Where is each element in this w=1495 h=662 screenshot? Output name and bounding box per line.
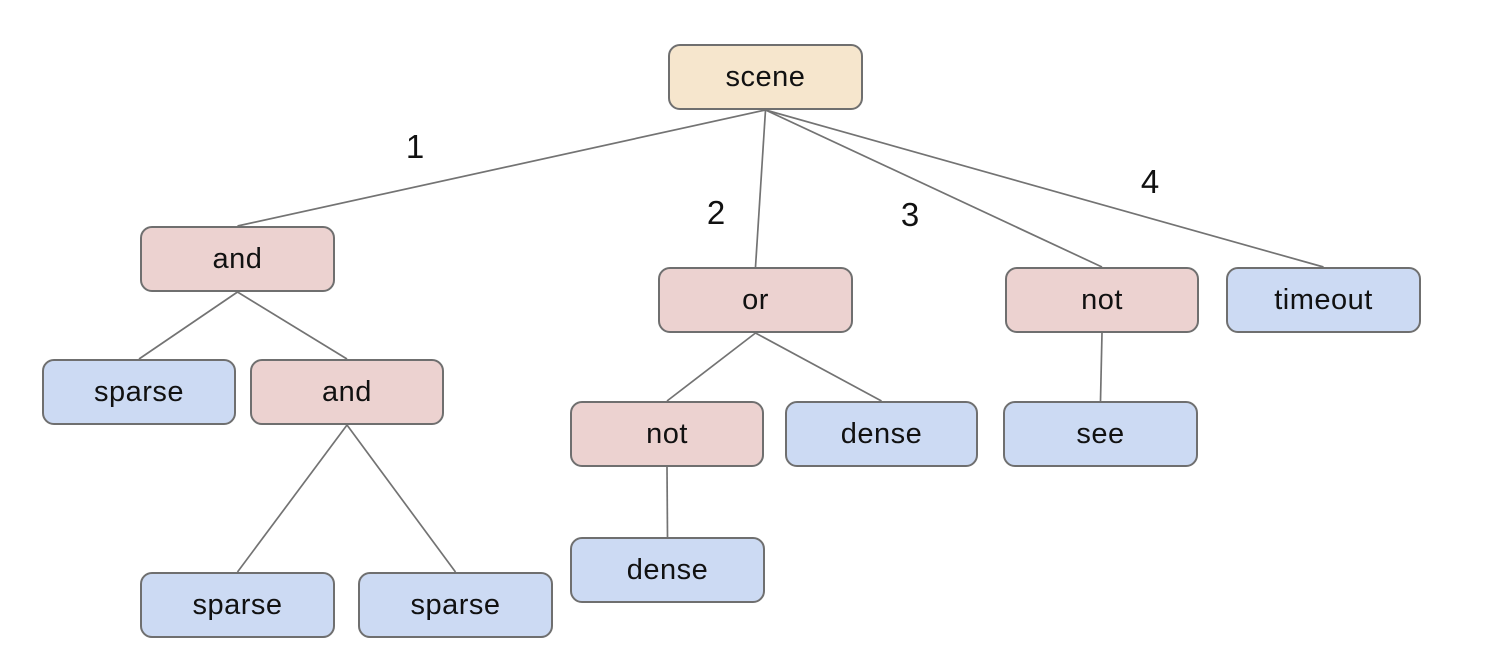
tree-edge-and1-and2 xyxy=(237,291,348,360)
tree-edge-or1-not2 xyxy=(666,332,757,402)
tree-node-not1: not xyxy=(1005,267,1199,333)
tree-node-see: see xyxy=(1003,401,1198,467)
tree-edge-scene-not1 xyxy=(765,109,1103,268)
tree-edge-scene-and1 xyxy=(237,109,766,227)
tree-node-and2: and xyxy=(250,359,444,425)
tree-node-sparse1: sparse xyxy=(42,359,236,425)
tree-node-scene: scene xyxy=(668,44,863,110)
tree-edge-not1-see xyxy=(1099,332,1103,402)
tree-edge-and2-sparse2 xyxy=(236,424,348,573)
tree-edge-and1-sparse1 xyxy=(138,291,238,360)
tree-edge-and2-sparse3 xyxy=(346,424,457,573)
tree-node-sparse2: sparse xyxy=(140,572,335,638)
tree-node-or1: or xyxy=(658,267,853,333)
tree-edge-scene-or1 xyxy=(754,109,767,268)
edge-label-3: 3 xyxy=(900,196,920,233)
tree-edge-not2-dense2 xyxy=(666,466,669,538)
tree-node-dense1: dense xyxy=(785,401,978,467)
tree-node-dense2: dense xyxy=(570,537,765,603)
tree-node-timeout: timeout xyxy=(1226,267,1421,333)
tree-node-and1: and xyxy=(140,226,335,292)
edge-label-2: 2 xyxy=(706,194,726,231)
tree-edge-or1-dense1 xyxy=(755,332,882,402)
tree-node-sparse3: sparse xyxy=(358,572,553,638)
edge-label-4: 4 xyxy=(1140,163,1160,200)
edge-label-1: 1 xyxy=(405,128,425,165)
tree-edge-scene-timeout xyxy=(765,109,1324,268)
tree-node-not2: not xyxy=(570,401,764,467)
